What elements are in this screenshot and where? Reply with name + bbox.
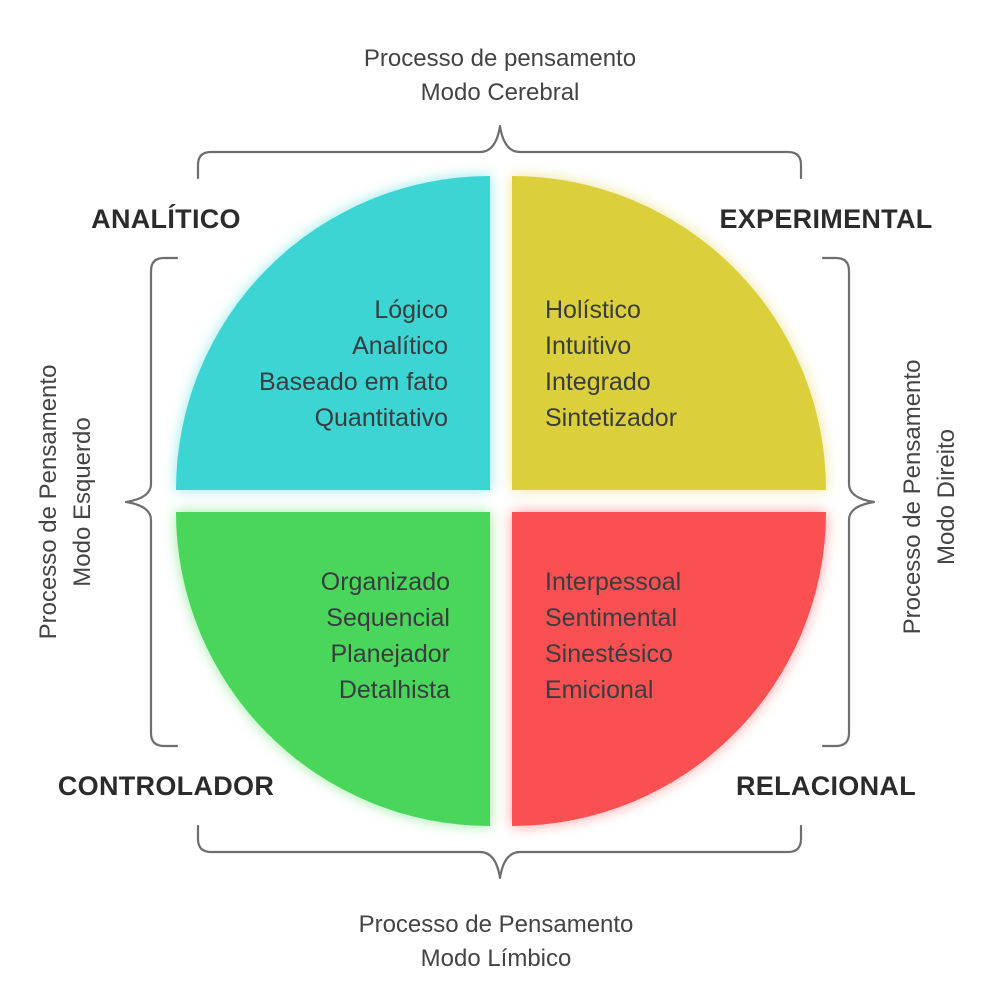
list-item: Integrado	[545, 368, 651, 396]
quadrant-experimental	[512, 176, 826, 490]
bottom-caption-line2: Modo Límbico	[421, 945, 572, 972]
list-item: Intuitivo	[545, 332, 631, 360]
list-controlador: Organizado Sequencial Planejador Detalhi…	[321, 568, 450, 704]
list-item: Lógico	[374, 296, 448, 324]
list-item: Quantitativo	[315, 404, 448, 432]
list-item: Sequencial	[326, 604, 450, 632]
list-item: Sintetizador	[545, 404, 677, 432]
quadrant-analitico	[176, 176, 490, 490]
list-item: Interpessoal	[545, 568, 681, 596]
list-relacional: Interpessoal Sentimental Sinestésico Emi…	[545, 568, 681, 704]
list-item: Emicional	[545, 676, 653, 704]
list-item: Holístico	[545, 296, 641, 324]
left-caption: Processo de Pensamento Modo Esquerdo	[35, 365, 96, 640]
right-caption: Processo de Pensamento Modo Direito	[899, 360, 960, 635]
list-item: Baseado em fato	[259, 368, 448, 396]
list-item: Analítico	[352, 332, 448, 360]
quadrant-controlador	[176, 512, 490, 826]
title-controlador: CONTROLADOR	[58, 771, 274, 801]
list-experimental: Holístico Intuitivo Integrado Sintetizad…	[545, 296, 677, 432]
top-caption-line1: Processo de pensamento	[364, 45, 636, 72]
top-brace	[196, 124, 803, 180]
list-item: Sentimental	[545, 604, 677, 632]
list-item: Sinestésico	[545, 640, 673, 668]
left-caption-line1: Processo de Pensamento	[35, 365, 62, 640]
list-item: Detalhista	[339, 676, 450, 704]
quadrant-relacional	[512, 512, 826, 826]
bottom-caption-line1: Processo de Pensamento	[359, 911, 634, 938]
bottom-brace	[196, 824, 803, 880]
list-item: Planejador	[330, 640, 450, 668]
list-item: Organizado	[321, 568, 450, 596]
title-analitico: ANALÍTICO	[91, 203, 241, 234]
title-experimental: EXPERIMENTAL	[719, 204, 932, 234]
left-brace	[124, 256, 179, 748]
left-caption-line2: Modo Esquerdo	[69, 417, 96, 586]
right-brace	[821, 256, 876, 748]
right-caption-line2: Modo Direito	[933, 429, 960, 565]
title-relacional: RELACIONAL	[736, 771, 916, 801]
top-caption-line2: Modo Cerebral	[421, 79, 580, 106]
right-caption-line1: Processo de Pensamento	[899, 360, 926, 635]
list-analitico: Lógico Analítico Baseado em fato Quantit…	[259, 296, 448, 432]
